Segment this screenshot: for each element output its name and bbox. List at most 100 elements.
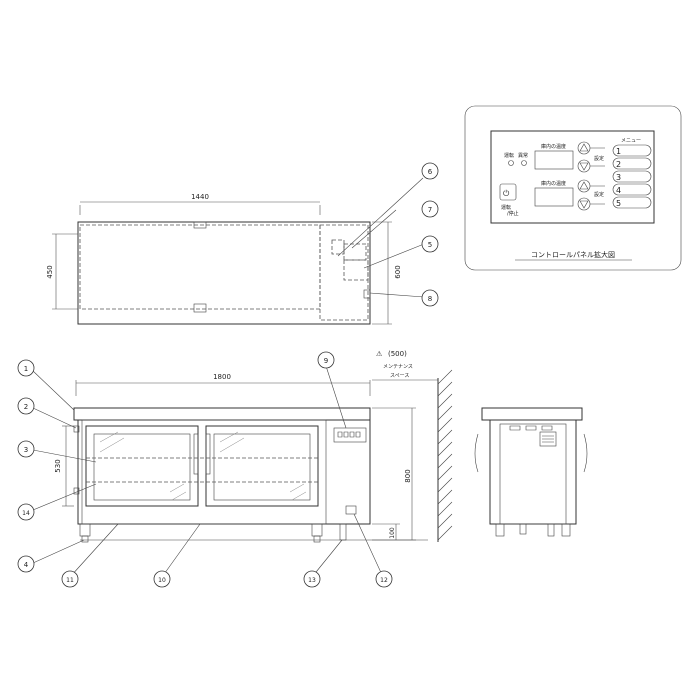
dim-1800: 1800 bbox=[213, 373, 231, 381]
callout-7-label: 7 bbox=[428, 206, 432, 214]
leader-4 bbox=[32, 539, 85, 564]
leader-1 bbox=[32, 370, 75, 411]
right-door-handle[interactable] bbox=[205, 433, 211, 475]
top-counter bbox=[73, 407, 371, 421]
menu-item-4: 4 bbox=[616, 186, 621, 195]
temp-label-1: 庫内の温度 bbox=[541, 143, 566, 150]
temp-label-2: 庫内の温度 bbox=[541, 180, 566, 187]
callout-10 bbox=[153, 570, 171, 588]
maintenance-value: (500) bbox=[388, 350, 407, 358]
leg-foot bbox=[313, 535, 321, 543]
maintenance-label-1: メンテナンス bbox=[383, 364, 413, 370]
alarm-lamp-icon bbox=[521, 160, 527, 166]
leader-14 bbox=[32, 483, 97, 511]
leader-11 bbox=[69, 523, 119, 578]
control-panel bbox=[333, 427, 367, 443]
plan-hinge-bottom bbox=[193, 303, 207, 313]
menu-item-1: 1 bbox=[616, 147, 621, 156]
triangle-up-icon bbox=[579, 181, 589, 190]
callout-2-label: 2 bbox=[24, 403, 28, 411]
leg bbox=[495, 523, 505, 537]
triangle-down-icon bbox=[579, 162, 589, 171]
leader-12 bbox=[353, 513, 384, 578]
callout-10-label: 10 bbox=[158, 577, 166, 584]
leader-8 bbox=[369, 292, 425, 298]
menu-button-4[interactable] bbox=[612, 183, 652, 196]
glass-reflection bbox=[219, 431, 307, 501]
dim-100: 100 bbox=[389, 527, 396, 539]
plan-machine-room bbox=[319, 224, 369, 321]
leg-foot bbox=[81, 535, 89, 543]
drain-pipe bbox=[339, 523, 347, 541]
component-8 bbox=[363, 289, 371, 299]
left-door[interactable] bbox=[85, 425, 199, 507]
callout-3-label: 3 bbox=[24, 446, 28, 454]
callout-12-label: 12 bbox=[380, 577, 388, 584]
leader-9 bbox=[325, 365, 347, 429]
callout-8-label: 8 bbox=[428, 295, 432, 303]
menu-item-2: 2 bbox=[616, 160, 621, 169]
callout-5-label: 5 bbox=[428, 241, 432, 249]
panel-face bbox=[490, 130, 655, 224]
run-lamp-icon bbox=[508, 160, 514, 166]
plan-hinge-top bbox=[193, 221, 207, 229]
control-panel-detail: 運転 異常 庫内の温度 庫内の温度 設定 設定 ⏻ 運転 /停止 メニュー bbox=[464, 105, 682, 271]
dim-450: 450 bbox=[46, 265, 54, 278]
callout-1-label: 1 bbox=[24, 365, 28, 373]
side-body bbox=[489, 419, 577, 525]
dim-600: 600 bbox=[394, 265, 402, 278]
menu-button-1[interactable] bbox=[612, 144, 652, 157]
left-door-handle[interactable] bbox=[193, 433, 199, 475]
leader-13 bbox=[311, 539, 343, 578]
power-button[interactable] bbox=[499, 183, 517, 201]
menu-button-2[interactable] bbox=[612, 157, 652, 170]
side-panel bbox=[499, 423, 567, 525]
callout-3 bbox=[17, 440, 35, 458]
side-grille bbox=[539, 431, 557, 447]
callout-5 bbox=[421, 235, 439, 253]
menu-label: メニュー bbox=[621, 138, 641, 144]
callout-13 bbox=[303, 570, 321, 588]
menu-button-5[interactable] bbox=[612, 196, 652, 209]
dim-530: 530 bbox=[54, 459, 62, 472]
set-label-1: 設定 bbox=[594, 155, 604, 162]
triangle-up-icon bbox=[579, 143, 589, 152]
leg bbox=[79, 523, 91, 537]
menu-item-5: 5 bbox=[616, 199, 621, 208]
leader-6 bbox=[337, 177, 424, 257]
door-frame bbox=[81, 419, 327, 525]
leader-10 bbox=[161, 523, 201, 578]
callout-12 bbox=[375, 570, 393, 588]
callout-11-label: 11 bbox=[66, 577, 74, 584]
leader-3 bbox=[32, 449, 97, 463]
callout-7 bbox=[421, 200, 439, 218]
callout-2 bbox=[17, 397, 35, 415]
panel-buttons bbox=[337, 431, 361, 438]
side-view bbox=[474, 407, 588, 537]
leg bbox=[561, 523, 571, 537]
callout-9 bbox=[317, 351, 335, 369]
temp-display-2 bbox=[534, 187, 574, 207]
maintenance-label-2: スペース bbox=[390, 373, 409, 379]
side-top bbox=[481, 407, 583, 421]
callout-9-label: 9 bbox=[324, 357, 328, 365]
leader-5 bbox=[363, 243, 425, 269]
callout-14-label: 14 bbox=[22, 510, 30, 517]
right-door-glass bbox=[213, 433, 311, 501]
callout-13-label: 13 bbox=[308, 577, 316, 584]
alarm-label: 異常 bbox=[518, 152, 528, 159]
left-door-glass bbox=[93, 433, 191, 501]
callout-4-label: 4 bbox=[24, 561, 29, 569]
right-door[interactable] bbox=[205, 425, 319, 507]
menu-button-3[interactable] bbox=[612, 170, 652, 183]
drain-valve bbox=[345, 505, 357, 515]
leader-2 bbox=[32, 407, 77, 429]
vent-slots bbox=[509, 425, 553, 431]
component-6 bbox=[343, 243, 367, 261]
callout-6 bbox=[421, 162, 439, 180]
glass-reflection bbox=[99, 431, 187, 501]
plan-interior bbox=[79, 224, 321, 310]
wall-hatching bbox=[437, 369, 453, 541]
